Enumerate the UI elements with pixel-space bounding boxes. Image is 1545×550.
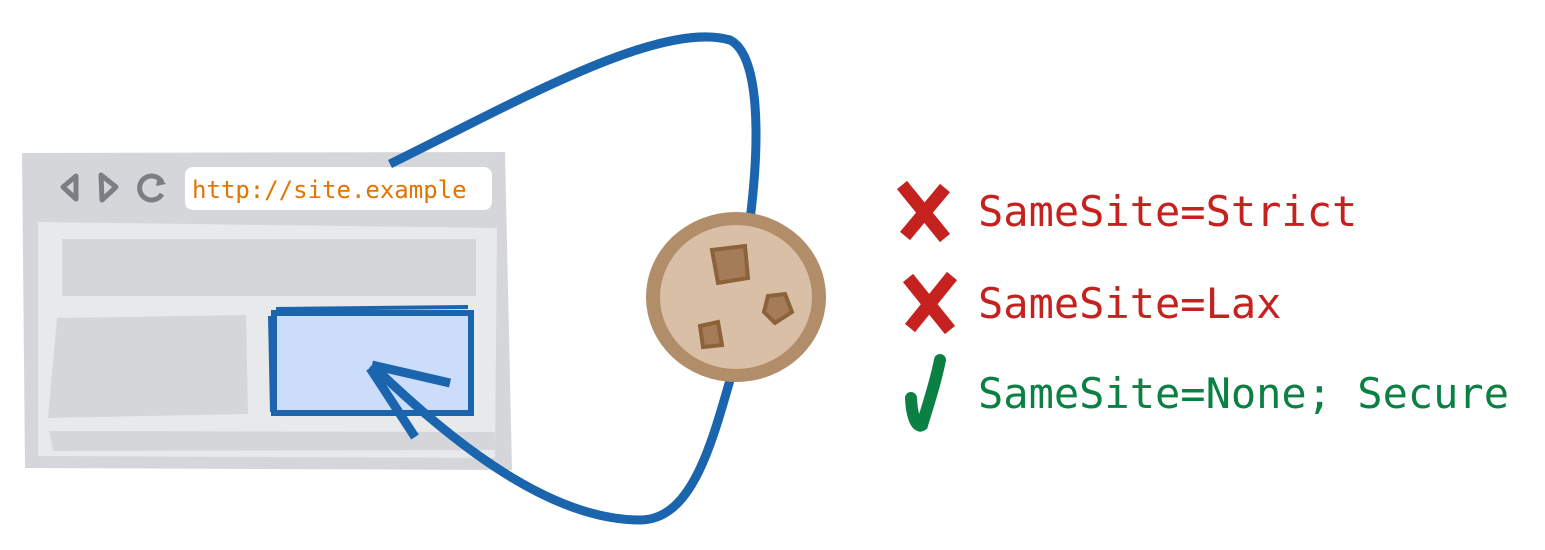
content-block [48,315,248,418]
address-bar[interactable] [185,167,492,210]
address-bar-url: http://site.example [192,176,467,204]
cookie-icon [646,212,826,382]
content-block [62,239,476,296]
embedded-iframe [268,305,474,416]
browser-window [22,152,512,470]
reload-icon[interactable] [137,173,166,203]
request-arrow [366,32,761,525]
content-block [49,431,495,451]
rule-samesite-lax: SameSite=Lax [978,279,1282,328]
rule-samesite-strict: SameSite=Strict [978,187,1358,236]
back-icon[interactable] [60,173,79,202]
forward-icon[interactable] [98,172,119,203]
cross-icon [902,271,958,335]
rule-samesite-none-secure: SameSite=None; Secure [978,369,1510,418]
cross-icon [896,180,951,243]
check-icon [905,354,946,432]
